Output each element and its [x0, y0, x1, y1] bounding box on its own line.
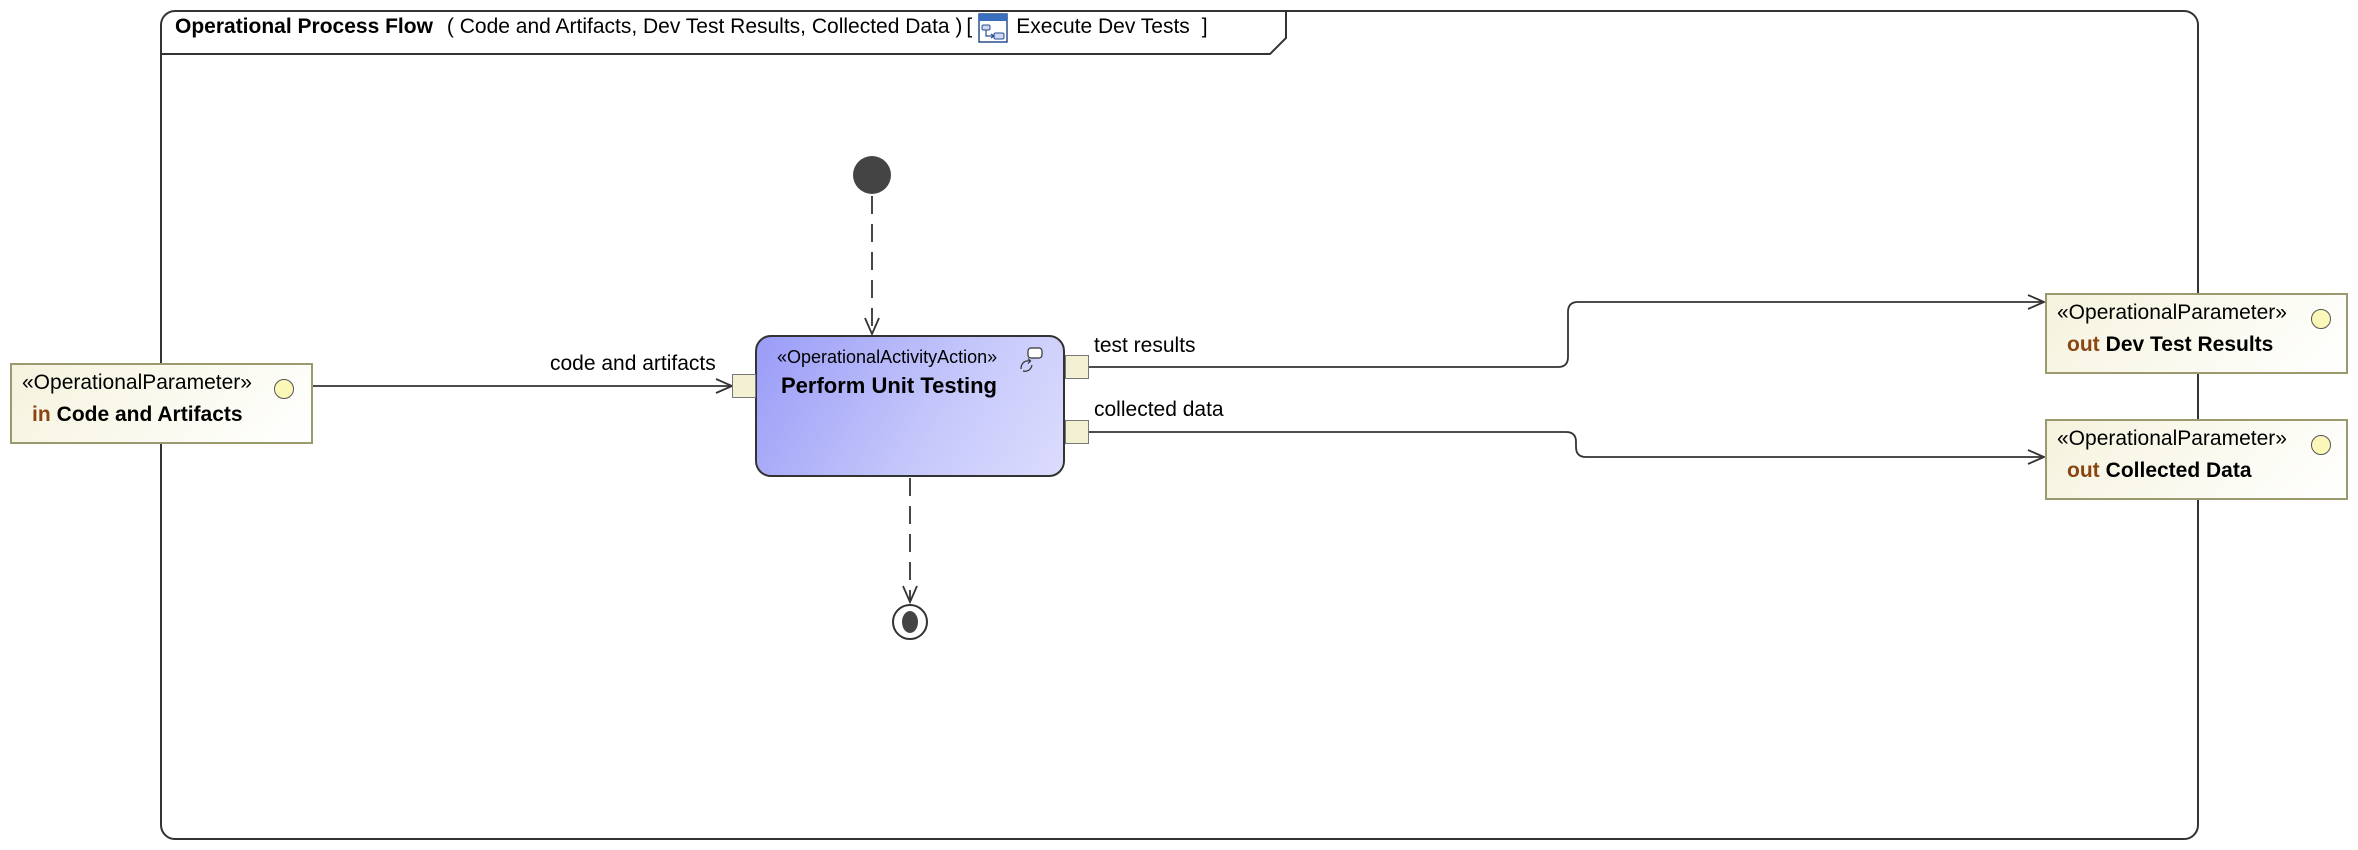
parameter-direction: out [2067, 459, 2100, 482]
input-pin-code-and-artifacts[interactable] [732, 374, 756, 398]
parameter-name: Collected Data [2105, 459, 2252, 482]
parameter-stereotype: «OperationalParameter» [2057, 427, 2287, 450]
parameter-circle-icon [2311, 435, 2331, 455]
action-stereotype: «OperationalActivityAction» [777, 347, 998, 367]
parameter-circle-icon [2311, 309, 2331, 329]
frame-kind: Operational Process Flow [175, 15, 433, 38]
output-pin-collected-data[interactable] [1065, 420, 1089, 444]
activity-final-node-core [902, 611, 918, 633]
output-pin-test-results[interactable] [1065, 355, 1089, 379]
frame-signature: ( Code and Artifacts, Dev Test Results, … [446, 15, 963, 38]
parameter-name: Dev Test Results [2105, 333, 2274, 356]
frame-diagram-name: Execute Dev Tests [1016, 15, 1190, 38]
flow-label-code-and-artifacts: code and artifacts [550, 352, 716, 375]
parameter-direction: out [2067, 333, 2100, 356]
parameter-stereotype: «OperationalParameter» [22, 371, 252, 394]
frame-close-bracket: ] [1201, 15, 1208, 38]
object-flow-test-results[interactable] [1089, 302, 2044, 368]
frame-title-tab [161, 11, 1287, 55]
flow-label-test-results: test results [1094, 334, 1196, 357]
flow-label-collected-data: collected data [1094, 398, 1224, 421]
parameter-stereotype: «OperationalParameter» [2057, 301, 2287, 324]
diagram-frame [160, 10, 2199, 840]
action-perform-unit-testing[interactable]: «OperationalActivityAction» Perform Unit… [755, 335, 1065, 477]
frame-open-bracket: [ [966, 15, 973, 38]
initial-node[interactable] [853, 156, 891, 194]
activity-diagram-icon [978, 13, 1009, 43]
call-behavior-icon [1019, 347, 1043, 373]
action-name: Perform Unit Testing [781, 373, 997, 398]
parameter-circle-icon [274, 379, 294, 399]
parameter-direction: in [32, 403, 51, 426]
parameter-name: Code and Artifacts [56, 403, 243, 426]
object-flow-collected-data[interactable] [1089, 431, 2044, 457]
frame-title: Operational Process Flow ( Code and Arti… [175, 13, 1212, 43]
